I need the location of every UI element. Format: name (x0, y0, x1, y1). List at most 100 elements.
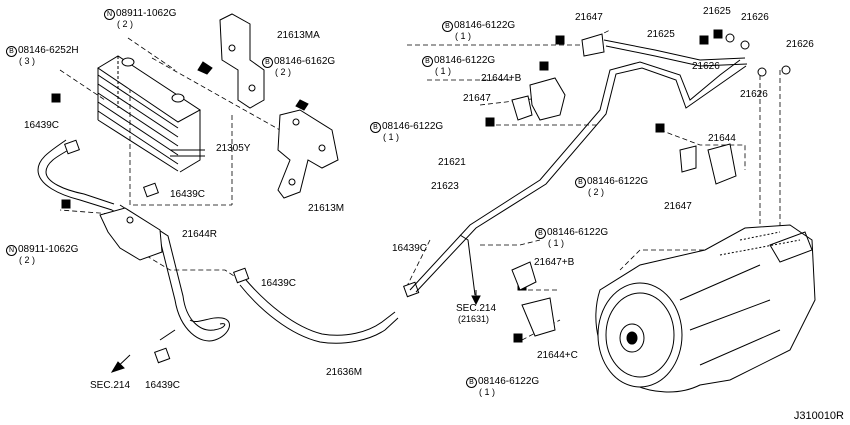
part-number: 21647 (463, 93, 491, 104)
callout-p21625_a: 21625 (703, 6, 731, 17)
callout-p21626_a: 21626 (741, 12, 769, 23)
quantity-b4: ( 1 ) (435, 66, 452, 76)
part-number: 21644+C (537, 350, 578, 361)
part-number: 21625 (647, 29, 675, 40)
part-number: 08146-6122G (382, 121, 444, 132)
sec214-arrows (110, 290, 481, 373)
part-number: 08146-6122G (434, 55, 496, 66)
callout-p21626_b: 21626 (786, 39, 814, 50)
part-number: SEC.214 (90, 380, 131, 391)
quantity-sec214_right: (21631) (458, 314, 490, 324)
quantity-b8: ( 1 ) (479, 387, 496, 397)
part-number: 21644R (182, 229, 218, 240)
part-number: SEC.214 (456, 303, 497, 314)
quantity-b2: ( 2 ) (275, 67, 292, 77)
part-number: 16439C (145, 380, 181, 391)
part-number: 16439C (392, 243, 428, 254)
circled-mark-icon: B (262, 57, 273, 68)
bracket-21644B (511, 77, 566, 121)
diagram-code: J310010R (793, 410, 844, 422)
part-number: 21625 (703, 6, 731, 17)
callout-p16439C_d: 16439C (145, 380, 180, 391)
quantity-b5: ( 1 ) (383, 132, 400, 142)
callout-p21647B: 21647+B (534, 257, 574, 268)
part-number: 08146-6252H (18, 45, 79, 56)
callout-sec214_right: SEC.214 (456, 303, 496, 314)
quantity-b1: ( 3 ) (19, 56, 36, 66)
part-number: 21644+B (481, 73, 522, 84)
part-number: 21626 (741, 12, 769, 23)
part-number: 21613M (308, 203, 345, 214)
circled-mark-icon: N (104, 9, 115, 20)
part-number: 21626 (692, 61, 720, 72)
bolts-left (51, 93, 71, 209)
part-number: 08146-6122G (478, 376, 540, 387)
quantity-b6: ( 2 ) (588, 187, 605, 197)
circled-mark-icon: B (422, 56, 433, 67)
part-number: 21623 (431, 181, 459, 192)
oil-cooler-21305Y (97, 55, 205, 173)
callout-p21644R: 21644R (182, 229, 217, 240)
part-number: 21626 (786, 39, 814, 50)
circled-mark-icon: B (6, 46, 17, 57)
part-number: 21305Y (216, 143, 251, 154)
part-number: 21621 (438, 157, 466, 168)
callout-p21636M: 21636M (326, 367, 362, 378)
part-number: 16439C (170, 189, 206, 200)
cooler-hoses-left (37, 139, 230, 342)
callout-p21626_d: 21626 (740, 89, 768, 100)
part-number: 08146-6122G (547, 227, 609, 238)
bracket-21644 (707, 143, 737, 185)
callout-p16439C_b: 16439C (170, 189, 205, 200)
circled-mark-icon: B (466, 377, 477, 388)
callout-p21647_c: 21647 (664, 201, 692, 212)
callout-p21647_b: 21647 (463, 93, 491, 104)
hose-21636M (239, 279, 399, 344)
callout-sec214_left: SEC.214 (90, 380, 130, 391)
part-number: 21636M (326, 367, 363, 378)
part-number: 16439C (261, 278, 297, 289)
callout-p21644B_a: 21644+B (481, 73, 521, 84)
part-number: 21647 (575, 12, 603, 23)
callout-p21644: 21644 (708, 133, 736, 144)
clamps-16439C (64, 139, 420, 364)
part-number: 08146-6122G (454, 20, 516, 31)
callout-p16439C_e: 16439C (392, 243, 427, 254)
quantity-b3: ( 1 ) (455, 31, 472, 41)
callout-p21644C: 21644+C (537, 350, 578, 361)
callout-p21305Y: 21305Y (216, 143, 250, 154)
part-number: 08146-6162G (274, 56, 336, 67)
quantity-n1: ( 2 ) (117, 19, 134, 29)
bracket-21613MA (197, 13, 265, 109)
part-number: 21647+B (534, 257, 575, 268)
bracket-21647 (581, 33, 697, 173)
callout-p21613M: 21613M (308, 203, 344, 214)
circled-mark-icon: N (6, 245, 17, 256)
part-number: 21644 (708, 133, 736, 144)
callout-p21626_c: 21626 (692, 61, 720, 72)
part-number: 16439C (24, 120, 60, 131)
part-number: 08911-1062G (18, 244, 79, 255)
callout-p16439C_a: 16439C (24, 120, 59, 131)
circled-mark-icon: B (370, 122, 381, 133)
quantity-n2: ( 2 ) (19, 255, 36, 265)
circled-mark-icon: B (575, 177, 586, 188)
callout-p21623: 21623 (431, 181, 459, 192)
bracket-21644C-21647B (511, 261, 556, 337)
part-number: 21647 (664, 201, 692, 212)
part-number: 08911-1062G (116, 8, 177, 19)
bracket-21613M (277, 99, 339, 199)
circled-mark-icon: B (535, 228, 546, 239)
part-number: 21613MA (277, 30, 320, 41)
callout-p21625_b: 21625 (647, 29, 675, 40)
